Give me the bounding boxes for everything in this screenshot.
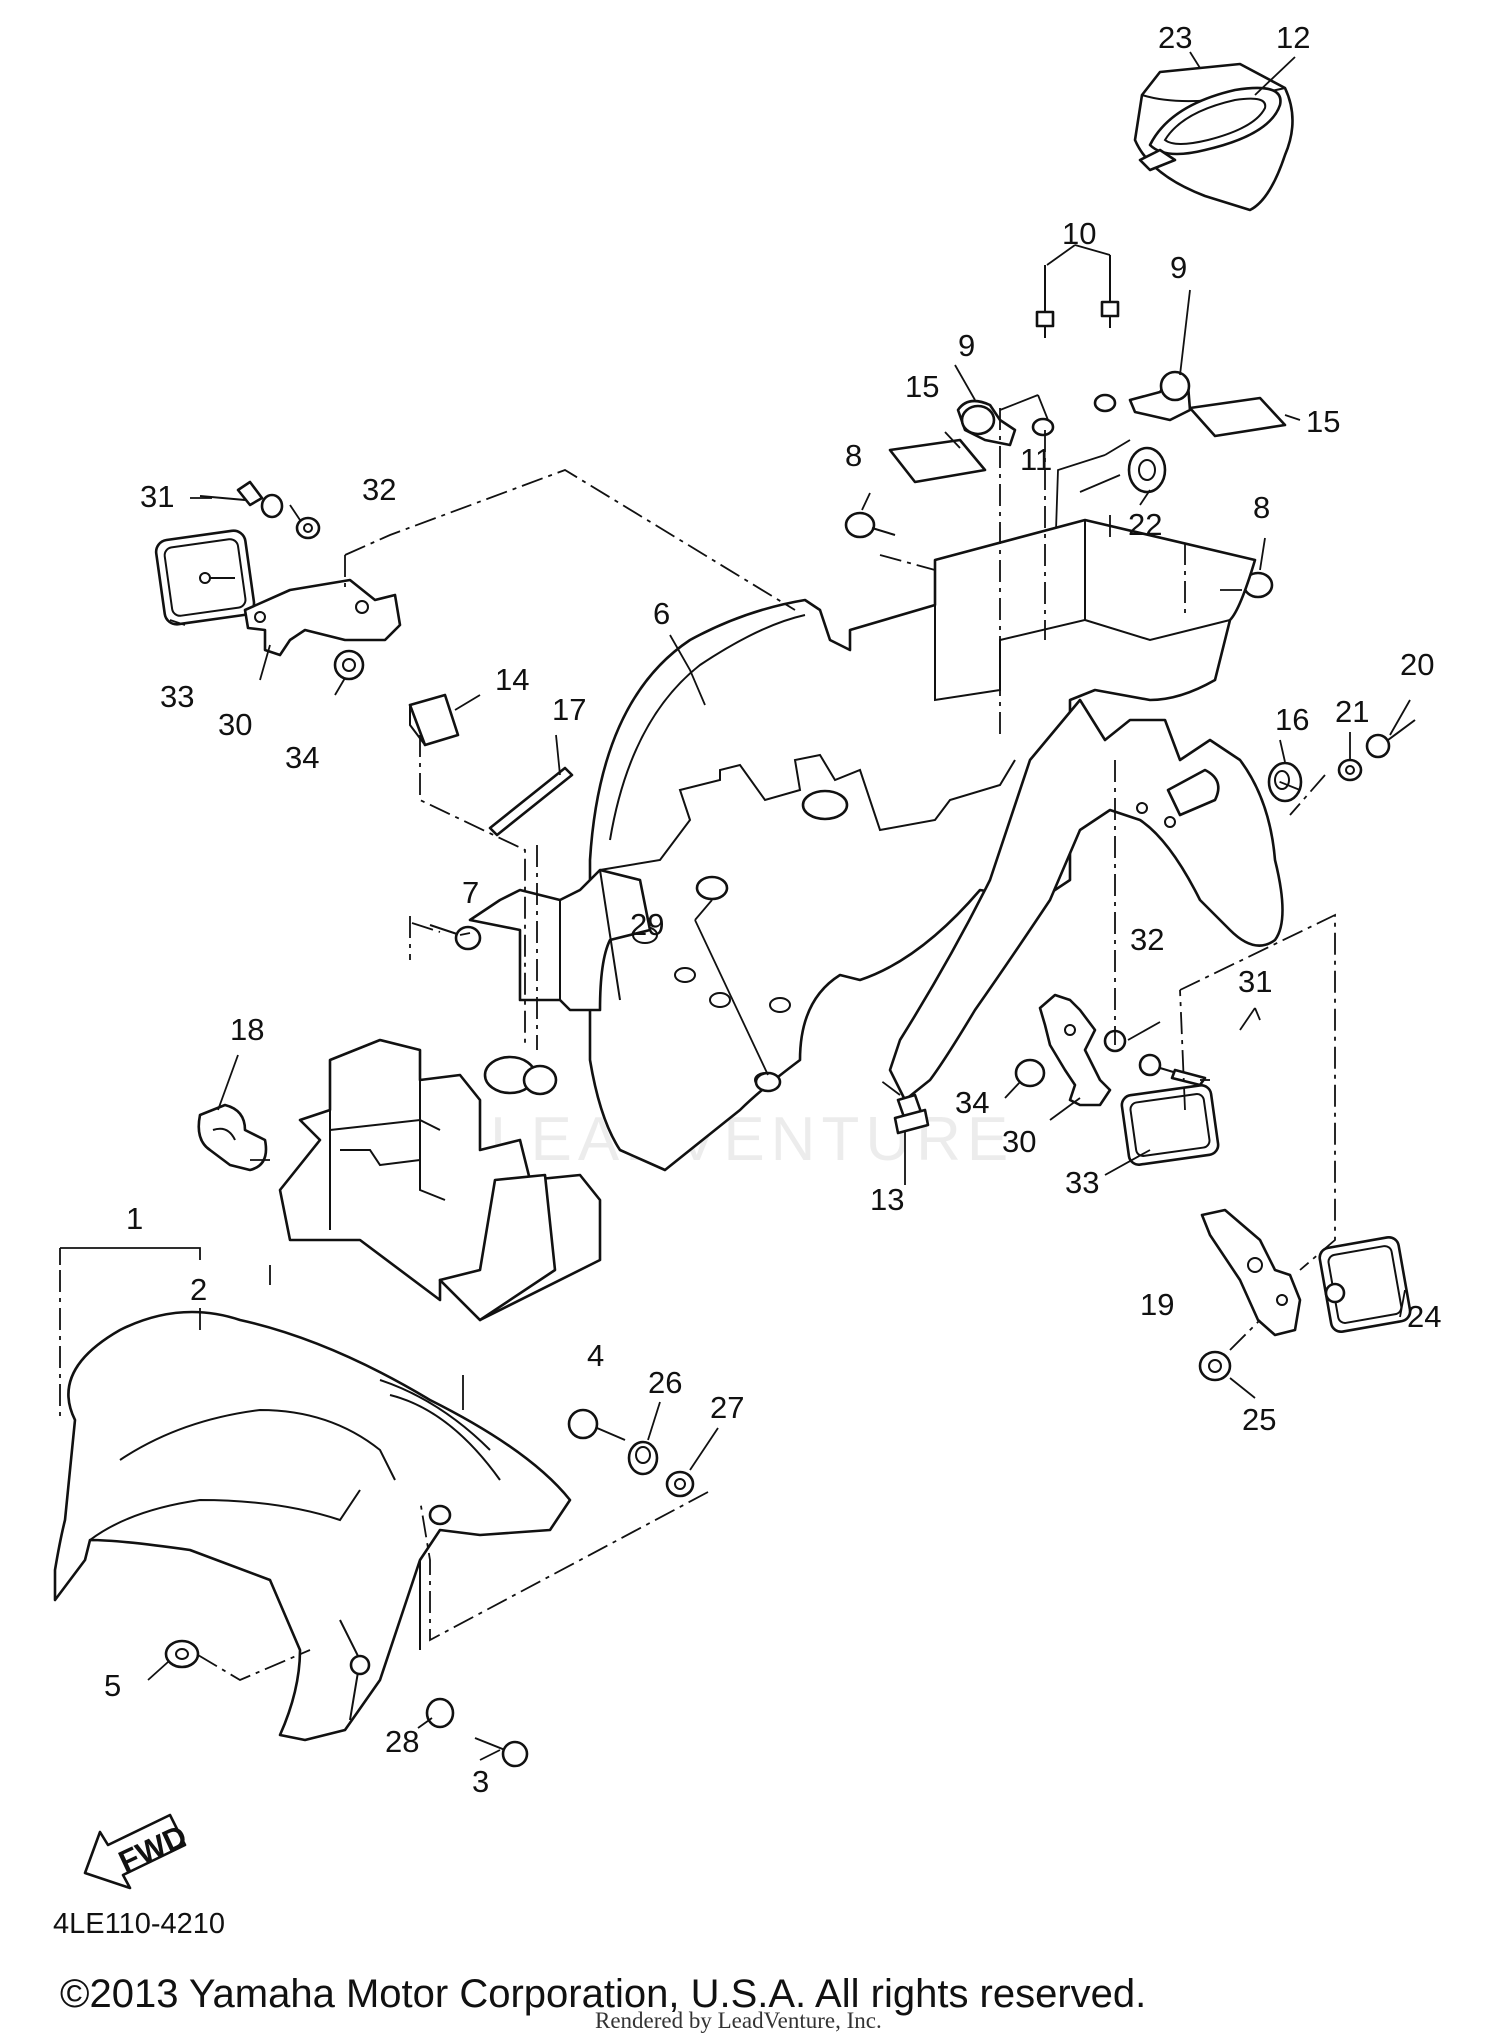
callout-32-left: 32 bbox=[362, 472, 396, 507]
callout-3: 3 bbox=[472, 1764, 489, 1799]
bolt-3 bbox=[474, 1737, 529, 1768]
callout-6: 6 bbox=[653, 596, 670, 631]
cushion-15-right bbox=[1188, 396, 1287, 438]
battery-band-12 bbox=[1138, 86, 1282, 172]
screw-31-right bbox=[1138, 1053, 1207, 1087]
leader-lines bbox=[59, 51, 1411, 1761]
reflector-33-left bbox=[154, 529, 256, 626]
callout-33-left: 33 bbox=[160, 679, 194, 714]
callout-26: 26 bbox=[648, 1365, 682, 1400]
collar-28 bbox=[425, 1697, 455, 1729]
reflector-24 bbox=[1318, 1235, 1412, 1334]
collar-11-right bbox=[1093, 393, 1117, 413]
screw-31-left bbox=[199, 480, 284, 519]
bolt-4 bbox=[567, 1408, 626, 1441]
rod-17 bbox=[488, 766, 574, 837]
callout-25: 25 bbox=[1242, 1402, 1276, 1437]
nut-34-left bbox=[333, 649, 365, 681]
callout-16: 16 bbox=[1275, 702, 1309, 737]
bracket-30-right bbox=[1038, 993, 1112, 1107]
block-14 bbox=[408, 693, 460, 747]
callout-23: 23 bbox=[1158, 20, 1192, 55]
nut-32-left bbox=[295, 516, 321, 540]
battery-box-inner-wall bbox=[468, 868, 652, 1012]
callout-15-left: 15 bbox=[905, 369, 939, 404]
callout-labels: 1 2 3 4 5 6 7 8 8 9 9 10 11 12 13 14 15 … bbox=[104, 20, 1441, 1799]
callout-5: 5 bbox=[104, 1668, 121, 1703]
diagram-code: 4LE110-4210 bbox=[53, 1908, 226, 1940]
callout-31-right: 31 bbox=[1238, 964, 1272, 999]
callout-13: 13 bbox=[870, 1182, 904, 1217]
rear-fender-tail bbox=[888, 698, 1284, 1102]
bolt-5 bbox=[164, 1639, 200, 1669]
callout-34-left: 34 bbox=[285, 740, 319, 775]
collar-16 bbox=[1267, 761, 1303, 803]
callout-33-right: 33 bbox=[1065, 1165, 1099, 1200]
bolt-10-left bbox=[1035, 265, 1055, 338]
callout-7: 7 bbox=[462, 875, 479, 910]
bolt-7 bbox=[429, 924, 482, 951]
rendered-by-note: Rendered by LeadVenture, Inc. bbox=[595, 2008, 882, 2033]
callout-9-left: 9 bbox=[958, 328, 975, 363]
callout-18: 18 bbox=[230, 1012, 264, 1047]
callout-17: 17 bbox=[552, 692, 586, 727]
bracket-19 bbox=[1200, 1208, 1302, 1337]
callout-32-right: 32 bbox=[1130, 922, 1164, 957]
damper-22 bbox=[1127, 446, 1167, 494]
assembly-lines bbox=[59, 408, 1336, 1682]
callout-20: 20 bbox=[1400, 647, 1434, 682]
callout-2: 2 bbox=[190, 1272, 207, 1307]
callout-29: 29 bbox=[630, 907, 664, 942]
reflector-33-right bbox=[1120, 1084, 1220, 1166]
collar-11-left bbox=[1031, 417, 1055, 437]
copyright-notice: ©2013 Yamaha Motor Corporation, U.S.A. A… bbox=[60, 1972, 1147, 2016]
front-fender-2 bbox=[53, 1310, 572, 1742]
bracket-9-right bbox=[1128, 370, 1192, 422]
callout-8-left: 8 bbox=[845, 438, 862, 473]
callout-19: 19 bbox=[1140, 1287, 1174, 1322]
callout-28: 28 bbox=[385, 1724, 419, 1759]
collar-26 bbox=[627, 1440, 659, 1476]
callout-30-left: 30 bbox=[218, 707, 252, 742]
bracket-9-left bbox=[956, 399, 1017, 447]
fwd-arrow: FWD bbox=[83, 1813, 192, 1890]
callout-12: 12 bbox=[1276, 20, 1310, 55]
bolt-13 bbox=[893, 1093, 930, 1135]
nut-25 bbox=[1198, 1350, 1232, 1382]
callout-21: 21 bbox=[1335, 694, 1369, 729]
grommet-29 bbox=[695, 875, 782, 1093]
battery-box bbox=[278, 1038, 602, 1322]
callout-4: 4 bbox=[587, 1338, 604, 1373]
callout-15-right: 15 bbox=[1306, 404, 1340, 439]
watermark: LEADVENTURE bbox=[490, 1105, 1014, 1174]
callout-9-right: 9 bbox=[1170, 250, 1187, 285]
nut-34-right bbox=[1014, 1058, 1046, 1088]
callout-24: 24 bbox=[1407, 1299, 1441, 1334]
callout-31-left: 31 bbox=[140, 479, 174, 514]
callout-1: 1 bbox=[126, 1201, 143, 1236]
callout-27: 27 bbox=[710, 1390, 744, 1425]
screw-20 bbox=[1365, 719, 1416, 759]
callout-8-right: 8 bbox=[1253, 490, 1270, 525]
callout-30-right: 30 bbox=[1002, 1124, 1036, 1159]
callout-10: 10 bbox=[1062, 216, 1096, 251]
callout-34-right: 34 bbox=[955, 1085, 989, 1120]
callout-22: 22 bbox=[1128, 507, 1162, 542]
cushion-15-left bbox=[888, 438, 987, 484]
callout-11: 11 bbox=[1020, 442, 1052, 477]
callout-14: 14 bbox=[495, 662, 529, 697]
washer-21 bbox=[1337, 758, 1363, 782]
bolt-10-right bbox=[1100, 255, 1120, 328]
bracket-30-left bbox=[243, 578, 402, 657]
washer-27 bbox=[665, 1470, 695, 1498]
bolt-8-left bbox=[844, 511, 896, 539]
